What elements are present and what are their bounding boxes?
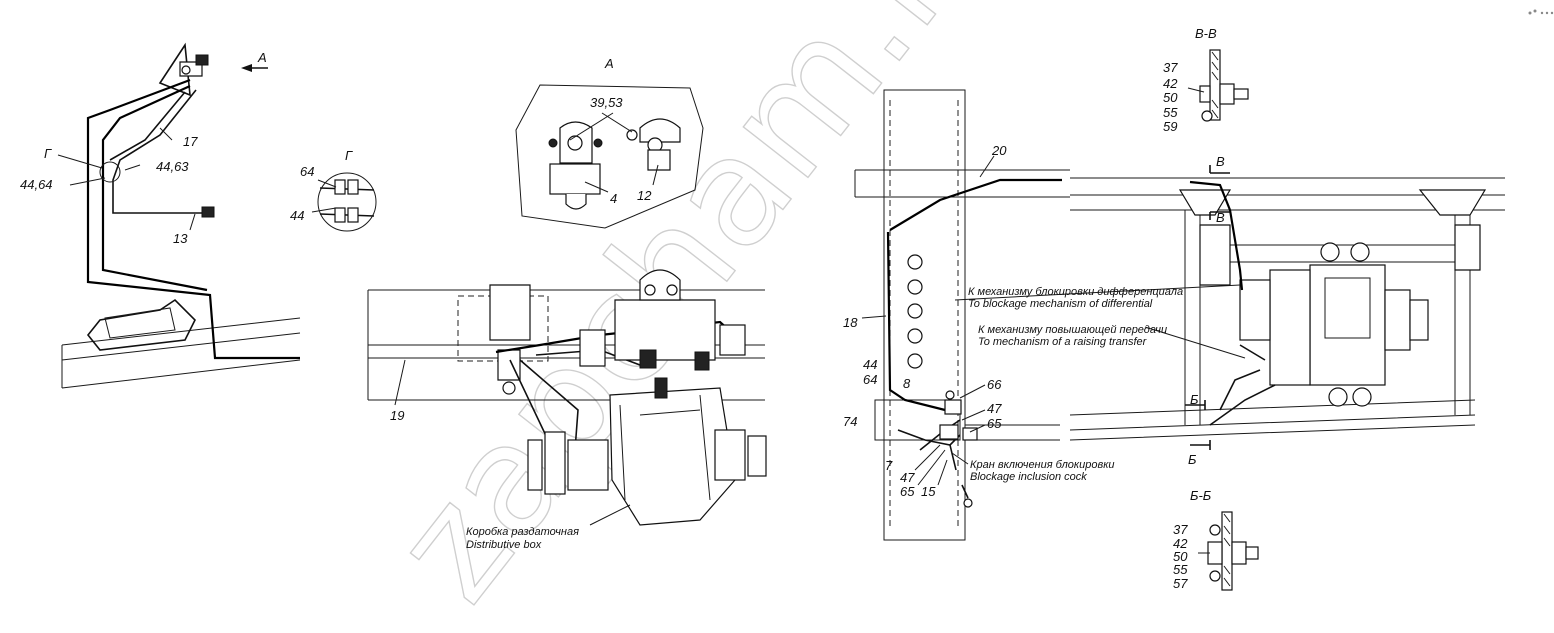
frame-label-7: 7: [885, 458, 893, 473]
plan-mark-v-top: В: [1216, 154, 1225, 169]
section-bb-label-42: 42: [1173, 536, 1188, 551]
frame-label-44: 44: [863, 357, 877, 372]
plan-mark-v-bottom: В: [1216, 210, 1225, 225]
center-label-19: 19: [390, 408, 404, 423]
callout-3-en: Blockage inclusion cock: [970, 471, 1087, 483]
frame-label-47a: 47: [987, 401, 1002, 416]
frame-label-65a: 65: [987, 416, 1002, 431]
detail-g-label-44: 44: [290, 208, 304, 223]
section-vv-label-55: 55: [1163, 105, 1178, 120]
frame-label-20: 20: [991, 143, 1007, 158]
view-a-label-4: 4: [610, 191, 617, 206]
view-a-label-12: 12: [637, 188, 652, 203]
section-vv-label-37: 37: [1163, 60, 1178, 75]
detail-g-label-64: 64: [300, 164, 314, 179]
center-caption-ru: Коробка раздаточная: [466, 526, 579, 538]
corner-dots-icon: [1528, 9, 1554, 15]
view-a-label-39-53: 39,53: [590, 95, 623, 110]
callout-2-en: To mechanism of a raising transfer: [978, 336, 1148, 348]
section-vv-label-42: 42: [1163, 76, 1178, 91]
callout-2-ru: К механизму повышающей передачи: [978, 324, 1167, 336]
left-label-17: 17: [183, 134, 198, 149]
section-vv-label-59: 59: [1163, 119, 1177, 134]
callout-1-ru: К механизму блокировки дифференциала: [968, 286, 1183, 298]
section-bb-label-57: 57: [1173, 576, 1188, 591]
section-vv-title: В-В: [1195, 26, 1217, 41]
detail-g: Г 64 44: [290, 148, 377, 232]
frame-label-66: 66: [987, 377, 1002, 392]
left-label-44-64: 44,64: [20, 177, 53, 192]
pointer-label-a: A: [257, 50, 267, 65]
view-a-title: A: [604, 56, 614, 71]
section-bb-label-37: 37: [1173, 522, 1188, 537]
left-label-13: 13: [173, 231, 188, 246]
frame-label-15: 15: [921, 484, 936, 499]
view-a: A 39,53 4 12: [515, 56, 704, 229]
section-bb: Б-Б 37 42 50 55 57: [1173, 488, 1259, 591]
frame-label-8: 8: [903, 376, 911, 391]
section-bb-title: Б-Б: [1190, 488, 1212, 503]
callout-1-en: To blockage mechanism of differential: [968, 298, 1153, 310]
callout-3-ru: Кран включения блокировки: [970, 459, 1115, 471]
section-vv-label-50: 50: [1163, 90, 1178, 105]
plan-mark-b-bottom: Б: [1188, 452, 1197, 467]
left-label-g: Г: [44, 146, 52, 161]
section-bb-label-50: 50: [1173, 549, 1188, 564]
plan-view: В В Б Б: [1069, 154, 1505, 467]
frame-label-65b: 65: [900, 484, 915, 499]
left-view: A Г 44,64 44,63 17 13: [20, 42, 301, 389]
center-caption-en: Distributive box: [466, 539, 542, 551]
center-view: 19 Коробка раздаточная Distributive box: [367, 269, 767, 551]
section-vv: В-В 37 42 50 55 59: [1163, 26, 1249, 134]
frame-label-64: 64: [863, 372, 877, 387]
frame-label-18: 18: [843, 315, 858, 330]
detail-g-title: Г: [345, 148, 353, 163]
frame-view: 20 18 44 64 8 74 66 47 65 7 47 65 15 К м…: [843, 89, 1246, 541]
left-label-44-63: 44,63: [156, 159, 189, 174]
frame-label-47b: 47: [900, 470, 915, 485]
frame-label-74: 74: [843, 414, 857, 429]
section-bb-label-55: 55: [1173, 562, 1188, 577]
plan-mark-b-top: Б: [1190, 392, 1199, 407]
